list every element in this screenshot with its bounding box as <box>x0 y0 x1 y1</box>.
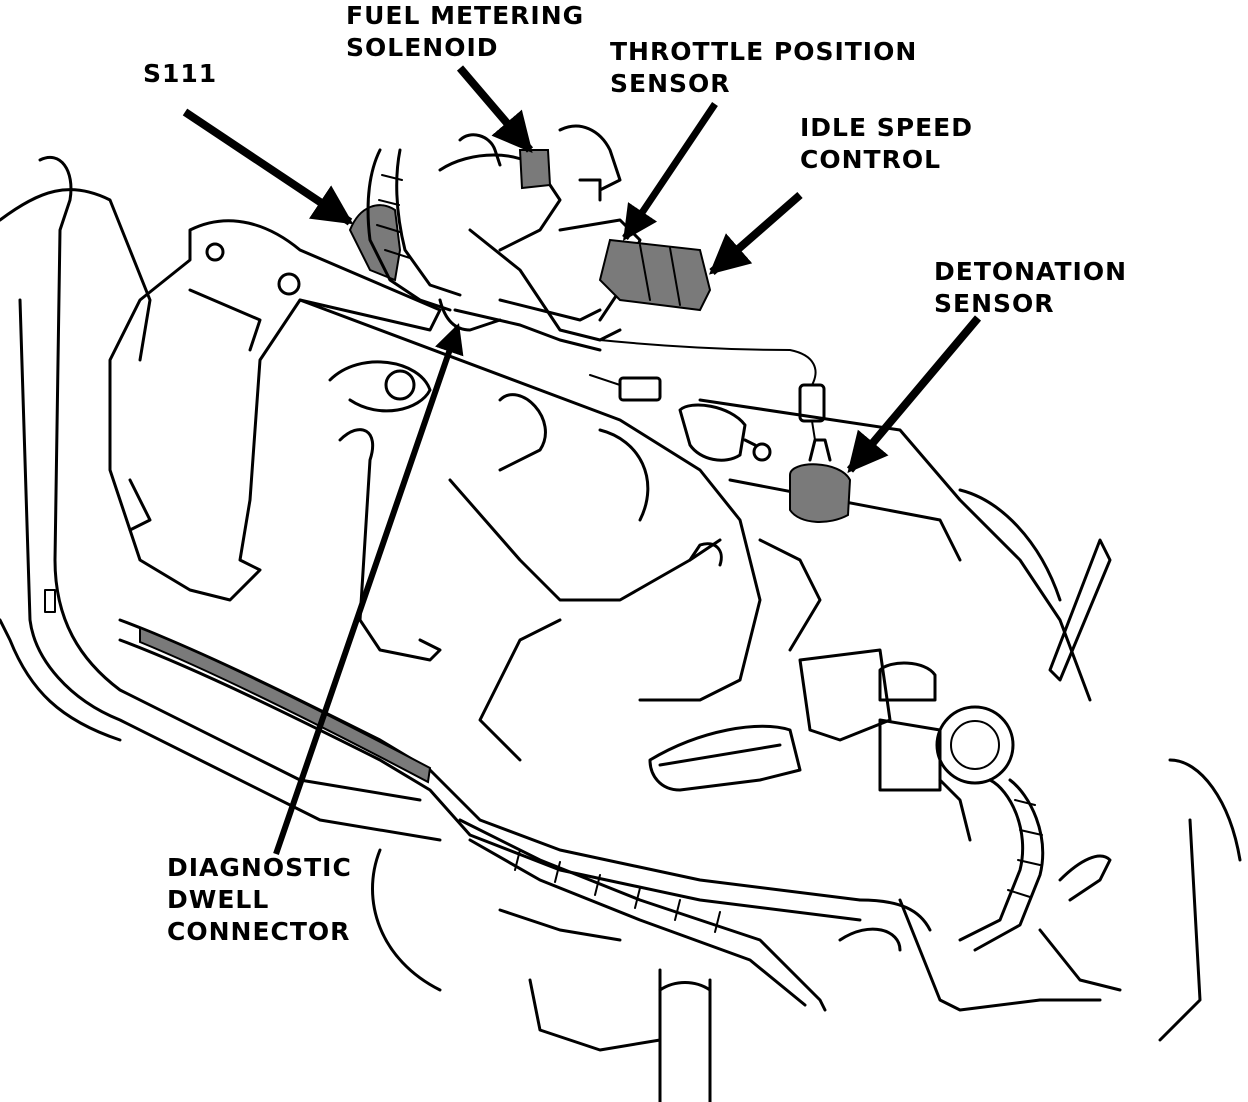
detonation-sensor-unit <box>599 339 852 523</box>
label-s111: S111 <box>143 58 217 90</box>
arrow-throttle-position-sensor <box>622 102 718 241</box>
label-line: CONNECTOR <box>167 917 351 946</box>
arrow-diagnostic-dwell-connector <box>273 323 464 855</box>
lower-wiring-harness <box>118 618 932 1012</box>
label-line: DWELL <box>167 885 270 914</box>
label-line: DETONATION <box>934 257 1127 286</box>
intake-manifold <box>298 298 762 762</box>
coolant-sensor <box>678 403 772 462</box>
label-line: SENSOR <box>610 69 731 98</box>
left-frame-rails <box>0 156 442 842</box>
label-line: FUEL METERING <box>346 1 585 30</box>
right-wiring-harness <box>958 778 1112 952</box>
egr-valve-assembly <box>648 648 1015 842</box>
label-line: SOLENOID <box>346 33 499 62</box>
harness-connector <box>589 374 662 402</box>
arrow-detonation-sensor <box>846 315 982 474</box>
arrow-s111 <box>182 108 354 226</box>
fuel-metering-solenoid-unit <box>458 133 552 190</box>
label-idle-speed-control: IDLE SPEED CONTROL <box>800 112 973 176</box>
leader-arrows <box>182 65 982 855</box>
engine-block <box>698 398 1242 1042</box>
idle-speed-control-unit <box>598 238 712 312</box>
arrow-idle-speed-control <box>708 191 803 276</box>
lower-block-and-crossmember <box>371 848 1122 1102</box>
label-diagnostic-dwell-connector: DIAGNOSTIC DWELL CONNECTOR <box>167 852 352 948</box>
label-line: SENSOR <box>934 289 1055 318</box>
label-line: S111 <box>143 59 218 88</box>
air-cleaner-housing <box>108 219 442 602</box>
label-line: THROTTLE POSITION <box>610 37 918 66</box>
label-line: CONTROL <box>800 145 942 174</box>
label-throttle-position-sensor: THROTTLE POSITION SENSOR <box>610 36 917 100</box>
label-fuel-metering-solenoid: FUEL METERING SOLENOID <box>346 0 584 64</box>
arrow-fuel-metering-solenoid <box>456 65 534 154</box>
label-line: IDLE SPEED <box>800 113 974 142</box>
label-detonation-sensor: DETONATION SENSOR <box>934 256 1127 320</box>
upper-wiring-harness <box>348 148 602 352</box>
label-line: DIAGNOSTIC <box>167 853 352 882</box>
